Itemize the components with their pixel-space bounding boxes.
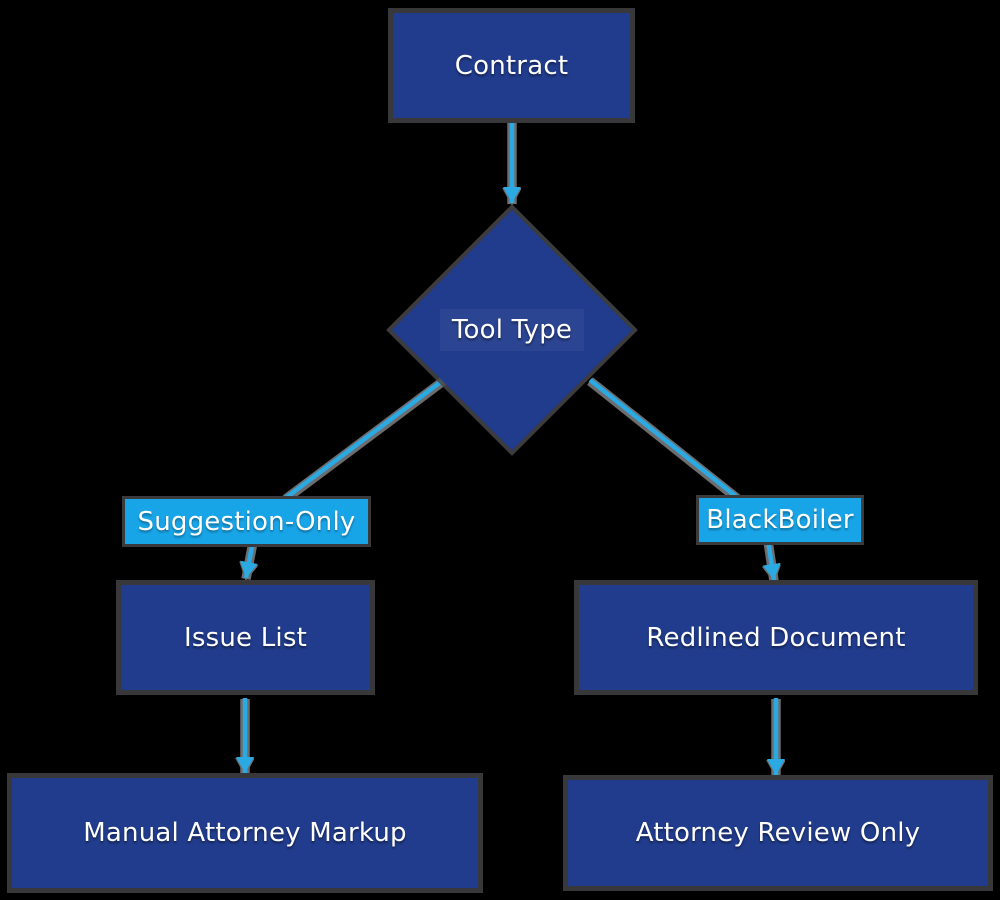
node-manual-attorney-markup-label: Manual Attorney Markup [83,818,407,848]
node-issue-list-label: Issue List [184,622,307,653]
node-tool-type: Tool Type [391,209,633,451]
edge-label-suggestion-only: Suggestion-Only [125,499,368,544]
node-redlined-document: Redlined Document [579,585,973,690]
edge-label-blackboiler: BlackBoiler [699,498,861,542]
edge-label-suggestion-only-text: Suggestion-Only [137,506,356,537]
node-contract: Contract [393,13,630,118]
node-attorney-review-only-label: Attorney Review Only [635,818,921,848]
node-contract-label: Contract [454,50,569,81]
node-tool-type-label: Tool Type [439,309,585,351]
node-manual-attorney-markup: Manual Attorney Markup [12,778,478,888]
node-attorney-review-only: Attorney Review Only [568,780,988,886]
node-redlined-document-label: Redlined Document [646,622,906,653]
edge-label-blackboiler-text: BlackBoiler [706,505,854,535]
node-issue-list: Issue List [121,585,370,690]
